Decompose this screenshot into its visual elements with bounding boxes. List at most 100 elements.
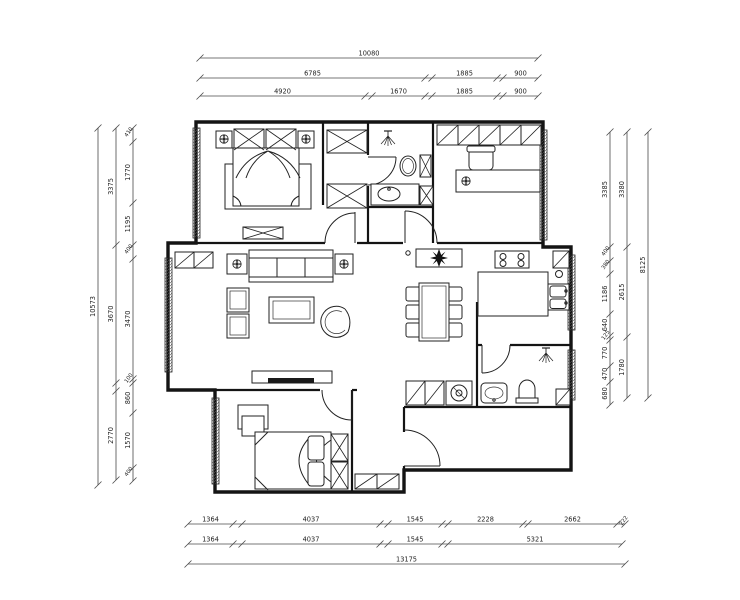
dim-label: 1364 bbox=[202, 516, 219, 524]
dining-furniture bbox=[405, 248, 463, 342]
dim-label: 3470 bbox=[124, 311, 132, 328]
kitchen-fixtures bbox=[477, 250, 570, 317]
dim-tick bbox=[621, 520, 629, 528]
dim-tick bbox=[196, 92, 204, 100]
dim-tick bbox=[606, 270, 614, 278]
dim-label: 1186 bbox=[601, 286, 609, 303]
dim-tick bbox=[129, 464, 137, 472]
dim-label: 13175 bbox=[396, 556, 417, 564]
washing-machine bbox=[445, 380, 473, 406]
door-entry bbox=[403, 429, 441, 467]
pillow bbox=[307, 461, 325, 487]
dim-tick bbox=[499, 74, 507, 82]
sink bbox=[377, 186, 401, 202]
dim-label: 1885 bbox=[456, 88, 473, 96]
dim-label: 1195 bbox=[124, 216, 132, 233]
dim-label: 3375 bbox=[107, 178, 115, 195]
dim-label: 4037 bbox=[303, 536, 320, 544]
dim-tick bbox=[94, 124, 102, 132]
dim-tick bbox=[129, 379, 137, 387]
dim-tick bbox=[623, 128, 631, 136]
tv bbox=[268, 378, 314, 383]
lamp-icon bbox=[301, 134, 311, 144]
plant-icon bbox=[232, 259, 242, 269]
shower-icon bbox=[538, 347, 554, 364]
dim-label: 1780 bbox=[618, 359, 626, 376]
dim-tick bbox=[368, 92, 376, 100]
dim-tick bbox=[421, 92, 429, 100]
armchair bbox=[226, 313, 250, 339]
dim-label: 222 bbox=[619, 515, 630, 527]
dim-label: 1570 bbox=[124, 432, 132, 449]
door-master-hall bbox=[324, 212, 356, 244]
dim-tick bbox=[534, 54, 542, 62]
dim-tick bbox=[384, 540, 392, 548]
dim-tick bbox=[129, 138, 137, 146]
dim-label: 400 bbox=[601, 245, 612, 257]
dim-label: 1770 bbox=[124, 164, 132, 181]
dim-tick bbox=[421, 74, 429, 82]
dim-tick bbox=[644, 394, 652, 402]
doors bbox=[321, 156, 511, 467]
dim-tick bbox=[606, 310, 614, 318]
stove bbox=[494, 250, 530, 269]
dim-tick bbox=[519, 520, 527, 528]
dim-tick bbox=[606, 128, 614, 136]
armchair bbox=[226, 287, 250, 313]
decor-plant-icon bbox=[430, 249, 448, 267]
window-bathroom2 bbox=[567, 349, 576, 401]
dim-label: 640 bbox=[601, 319, 609, 332]
dim-tick bbox=[196, 54, 204, 62]
window-living-room bbox=[164, 257, 173, 373]
dim-label: 4037 bbox=[303, 516, 320, 524]
dim-label: 100 bbox=[124, 372, 135, 384]
dim-tick bbox=[196, 74, 204, 82]
dim-tick bbox=[112, 241, 120, 249]
dim-tick bbox=[623, 333, 631, 341]
dim-tick bbox=[376, 520, 384, 528]
study-furniture bbox=[436, 124, 542, 193]
dim-label: 1885 bbox=[456, 70, 473, 78]
lamp-icon bbox=[219, 134, 229, 144]
dim-label: 1670 bbox=[390, 88, 407, 96]
dim-tick bbox=[606, 332, 614, 340]
dim-label: 1545 bbox=[407, 516, 424, 524]
toilet2 bbox=[515, 379, 539, 404]
dim-label: 900 bbox=[514, 70, 527, 78]
dim-label: 400 bbox=[124, 243, 135, 255]
dim-tick bbox=[229, 540, 237, 548]
dim-label: 1545 bbox=[407, 536, 424, 544]
dim-tick bbox=[618, 540, 626, 548]
dim-label: 470 bbox=[601, 368, 609, 381]
dim-label: 6785 bbox=[304, 70, 321, 78]
window-master-bedroom bbox=[192, 127, 201, 239]
door-bathroom2 bbox=[481, 344, 511, 374]
dim-tick bbox=[499, 92, 507, 100]
master-bedroom-furniture bbox=[215, 128, 368, 240]
dim-label: 770 bbox=[601, 347, 609, 360]
dim-tick bbox=[229, 520, 237, 528]
dim-tick bbox=[129, 477, 137, 485]
bathroom1-fixtures bbox=[370, 130, 434, 206]
dim-label: 900 bbox=[514, 88, 527, 96]
dim-tick bbox=[613, 520, 621, 528]
dim-label: 380 bbox=[601, 259, 612, 271]
dim-tick bbox=[623, 243, 631, 251]
dim-tick bbox=[444, 520, 452, 528]
dim-label: 2662 bbox=[564, 516, 581, 524]
dim-tick bbox=[428, 92, 436, 100]
dim-label: 4920 bbox=[274, 88, 291, 96]
dim-label: 400 bbox=[124, 466, 135, 478]
dim-label: 860 bbox=[124, 392, 132, 405]
door-bathroom1 bbox=[367, 156, 397, 186]
dim-tick bbox=[129, 409, 137, 417]
dim-label: 2770 bbox=[107, 427, 115, 444]
dining-table bbox=[418, 282, 450, 342]
dim-tick bbox=[606, 243, 614, 251]
dim-label: 3670 bbox=[107, 306, 115, 323]
bathroom2-fixtures bbox=[405, 347, 571, 406]
dim-tick bbox=[606, 401, 614, 409]
dim-label: 10573 bbox=[89, 296, 97, 317]
dim-tick bbox=[493, 74, 501, 82]
